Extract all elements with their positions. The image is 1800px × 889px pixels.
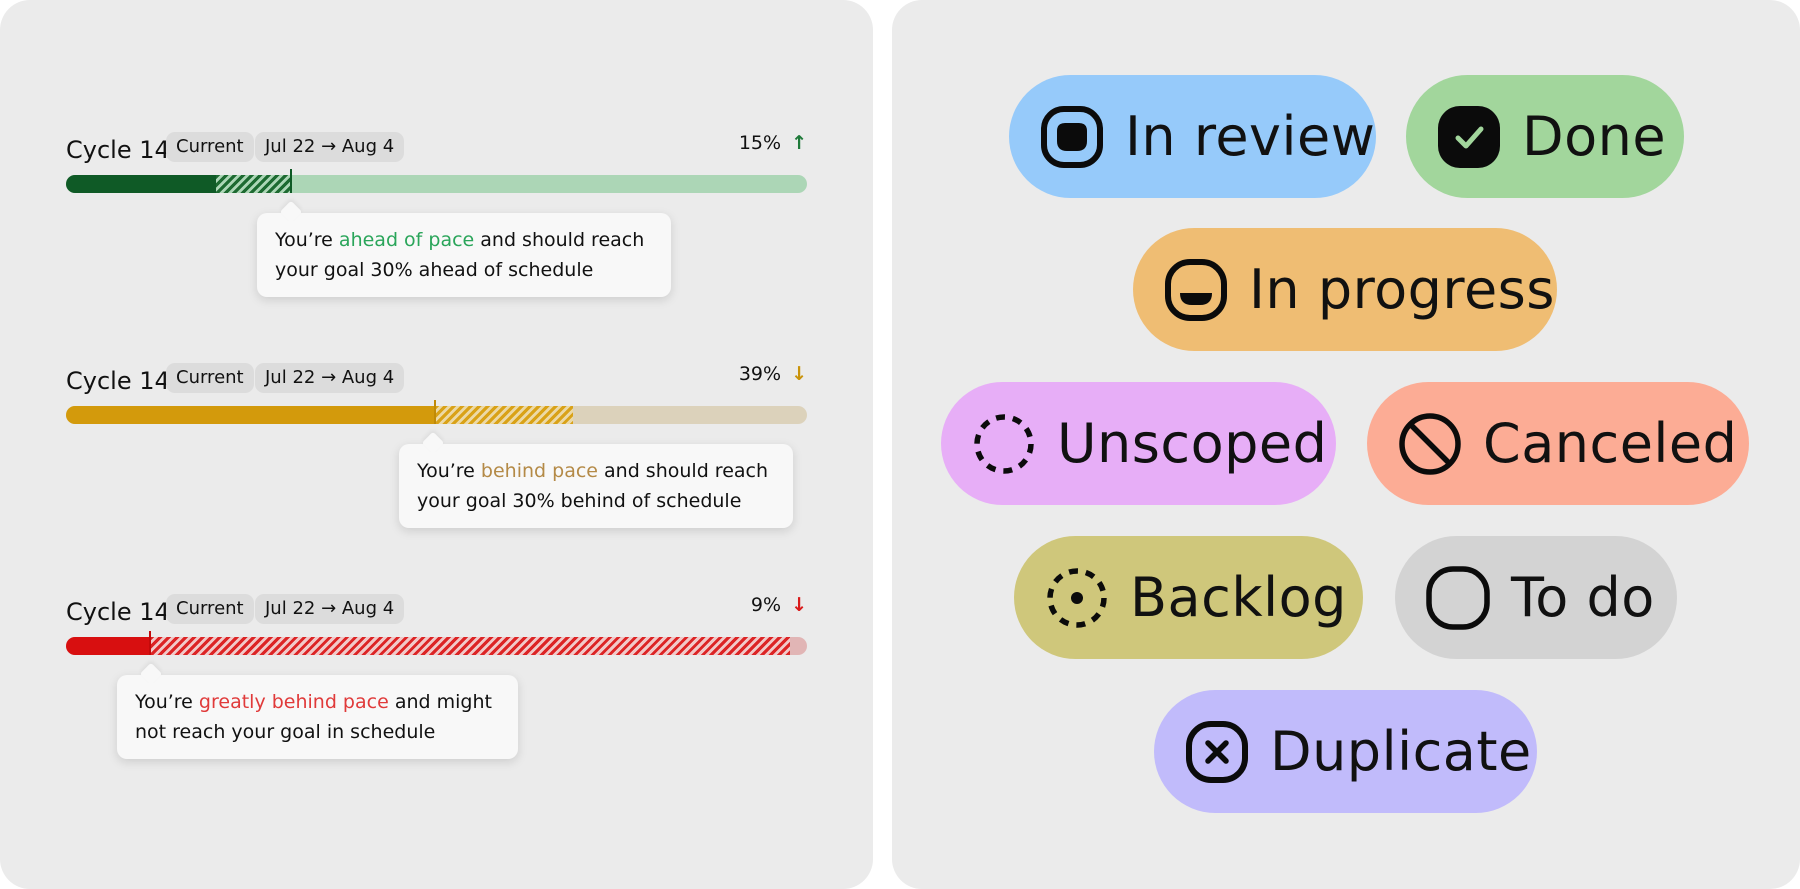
tooltip-text: You’re [135,691,199,713]
trend-up-icon: ↑ [791,132,807,154]
tooltip-text: and might not reach your goal in schedul… [135,691,492,743]
status-label: Canceled [1483,412,1738,475]
cycle-row: Cycle 14 Current Jul 22 → Aug 4 39% ↓ [66,363,807,424]
cycle-header: Cycle 14 Current Jul 22 → Aug 4 15% ↑ [66,132,807,164]
cycle-title: Cycle 14 [66,136,170,164]
progress-percent: 9% ↓ [751,594,807,616]
date-range-badge[interactable]: Jul 22 → Aug 4 [255,594,405,624]
cycle-title: Cycle 14 [66,598,170,626]
status-label: In review [1125,105,1376,168]
canceled-icon [1399,412,1461,475]
cycle-row: Cycle 14 Current Jul 22 → Aug 4 15% ↑ [66,132,807,193]
pace-tooltip: You’re greatly behind pace and might not… [117,675,518,759]
unscoped-icon [974,413,1034,474]
trend-down-icon: ↓ [791,363,807,385]
progress-bar[interactable] [66,175,807,193]
pace-marker [149,631,151,655]
progress-bar[interactable] [66,406,807,424]
status-chip-backlog[interactable]: Backlog [1014,536,1363,659]
progress-percent: 15% ↑ [739,132,807,154]
in-progress-icon [1165,258,1227,321]
status-chip-duplicate[interactable]: Duplicate [1154,690,1537,813]
percent-value: 39% [738,363,782,385]
duplicate-icon [1186,720,1248,783]
status-label: Backlog [1130,566,1347,629]
status-chip-done[interactable]: Done [1406,75,1684,198]
date-range-badge[interactable]: Jul 22 → Aug 4 [255,363,405,393]
pace-tooltip: You’re ahead of pace and should reach yo… [257,213,671,297]
tooltip-highlight: greatly behind pace [198,691,389,713]
percent-value: 9% [750,594,782,616]
cycle-row: Cycle 14 Current Jul 22 → Aug 4 9% ↓ [66,594,807,655]
cycle-header: Cycle 14 Current Jul 22 → Aug 4 39% ↓ [66,363,807,395]
status-label: Duplicate [1270,720,1532,783]
pace-marker [434,400,436,424]
progress-completed [66,637,150,655]
cycle-progress-panel: Cycle 14 Current Jul 22 → Aug 4 15% ↑ You… [0,0,873,889]
current-badge[interactable]: Current [166,132,254,162]
progress-projected [216,175,291,193]
tooltip-highlight: behind pace [480,460,598,482]
progress-projected [435,406,573,424]
done-check-icon [1438,105,1500,168]
cycle-header: Cycle 14 Current Jul 22 → Aug 4 9% ↓ [66,594,807,626]
tooltip-text: You’re [275,229,339,251]
tooltip-text: and should reach your goal 30% ahead of … [275,229,645,281]
status-label: Unscoped [1057,412,1328,475]
percent-value: 15% [738,132,782,154]
progress-projected [150,637,790,655]
date-range-badge[interactable]: Jul 22 → Aug 4 [255,132,405,162]
backlog-icon [1047,567,1107,628]
status-label: To do [1511,566,1655,629]
tooltip-text: You’re [417,460,481,482]
in-review-icon [1041,105,1103,168]
current-badge[interactable]: Current [166,363,254,393]
status-chip-to-do[interactable]: To do [1395,536,1677,659]
progress-completed [66,175,216,193]
progress-completed [66,406,435,424]
status-label: Done [1522,105,1667,168]
status-chips-panel: In review Done In progress Unscoped Canc… [892,0,1800,889]
trend-down-icon: ↓ [791,594,807,616]
status-chip-in-review[interactable]: In review [1009,75,1376,198]
cycle-title: Cycle 14 [66,367,170,395]
pace-marker [290,169,292,193]
tooltip-highlight: ahead of pace [338,229,475,251]
progress-bar[interactable] [66,637,807,655]
status-chip-canceled[interactable]: Canceled [1367,382,1749,505]
pace-tooltip: You’re behind pace and should reach your… [399,444,793,528]
status-chip-unscoped[interactable]: Unscoped [941,382,1336,505]
current-badge[interactable]: Current [166,594,254,624]
todo-icon [1426,565,1490,630]
progress-percent: 39% ↓ [739,363,807,385]
status-chip-in-progress[interactable]: In progress [1133,228,1557,351]
tooltip-text: and should reach your goal 30% behind of… [417,460,769,512]
status-label: In progress [1249,258,1555,321]
